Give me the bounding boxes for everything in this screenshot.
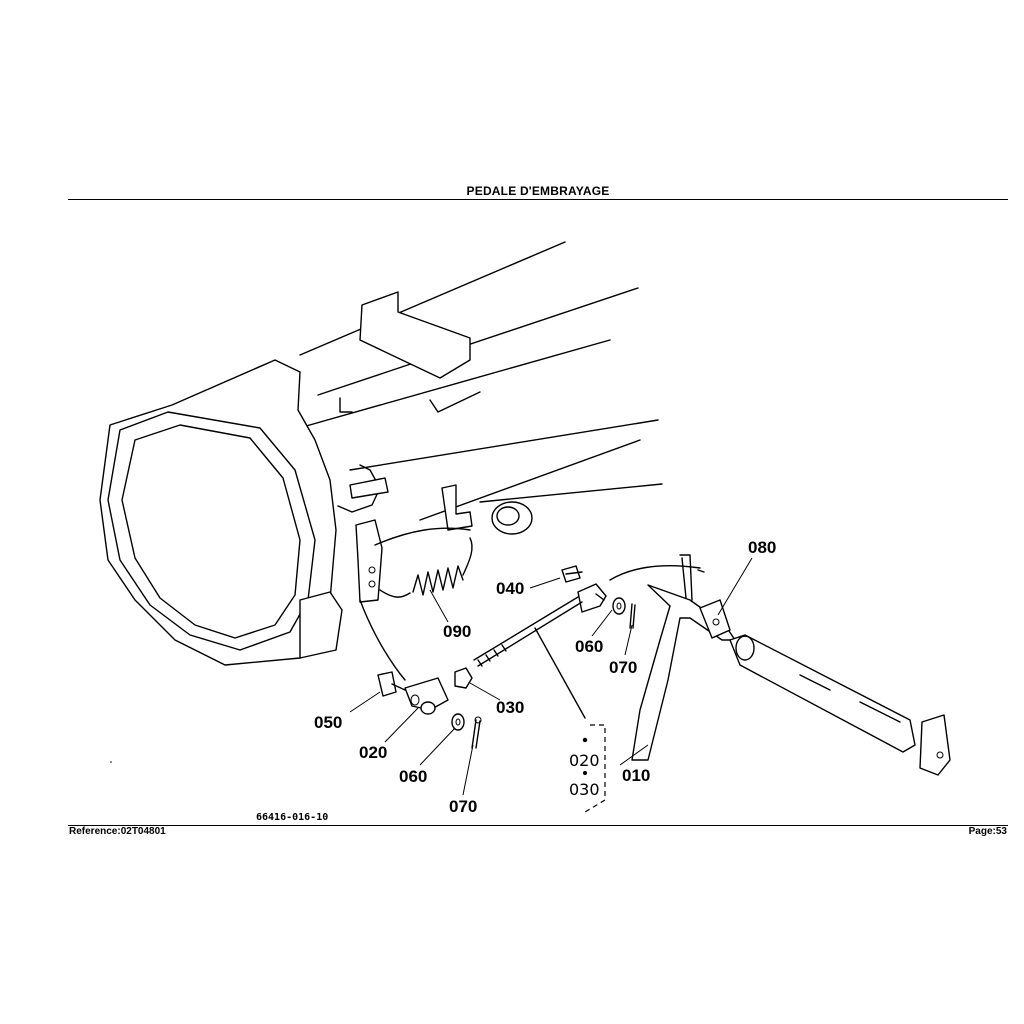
callout-080: 080 (748, 538, 776, 557)
return-spring-090 (337, 464, 473, 681)
callout-040: 040 (496, 579, 524, 598)
callout-090: 090 (443, 622, 471, 641)
footer-page-number: Page:53 (968, 826, 1007, 837)
group-dot (583, 771, 587, 775)
footer-rule (68, 825, 1008, 826)
callout-070: 070 (449, 797, 477, 816)
page-title: PEDALE D'EMBRAYAGE (466, 184, 610, 198)
leader-lines (349, 557, 753, 796)
callout-060: 060 (575, 637, 603, 656)
callout-020: 020 (359, 743, 387, 762)
transmission-housing (99, 241, 663, 666)
callout-060: 060 (399, 767, 427, 786)
drawing-code: 66416-016-10 (256, 812, 328, 823)
callout-050: 050 (314, 713, 342, 732)
callout-010: 010 (622, 766, 650, 785)
group-label-020: 020 (569, 751, 600, 770)
header-rule (68, 199, 1008, 200)
callout-030: 030 (496, 698, 524, 717)
group-label-030: 030 (569, 780, 600, 799)
clutch-rod-assembly (377, 565, 636, 813)
pedal-lever-010 (609, 554, 951, 776)
callout-070: 070 (609, 658, 637, 677)
footer-reference: Reference:02T04801 (69, 826, 166, 837)
clevis-080 (699, 599, 731, 639)
